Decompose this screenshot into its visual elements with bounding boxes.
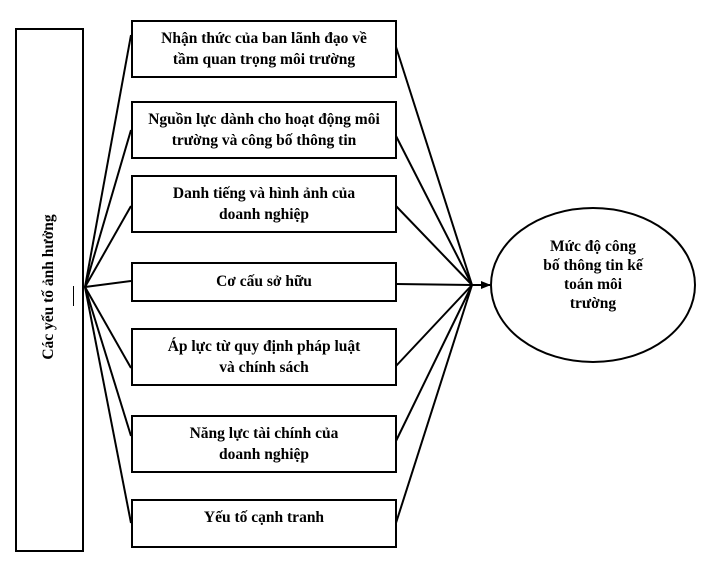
factor-label-line: trường và công bố thông tin xyxy=(171,132,357,149)
factor-box: Cơ cấu sở hữu xyxy=(131,262,397,302)
right-connector-line xyxy=(395,135,473,286)
group-tick-mark xyxy=(73,286,74,306)
factor-box: Danh tiếng và hình ảnh của doanh nghiệp xyxy=(131,175,397,233)
outcome-line: trường xyxy=(569,295,617,312)
factors-group-label: Các yếu tố ảnh hưởng xyxy=(40,214,57,360)
factor-box: Nhận thức của ban lãnh đạo về tầm quan tr… xyxy=(131,20,397,78)
outcome-ellipse xyxy=(490,207,696,363)
factor-label-line: Nguồn lực dành cho hoạt động môi xyxy=(148,111,380,128)
factor-label-line: Năng lực tài chính của xyxy=(189,425,339,442)
factor-label-line: Yếu tố cạnh tranh xyxy=(203,509,325,526)
right-connectors xyxy=(395,46,473,524)
factor-label-line: Nhận thức của ban lãnh đạo về xyxy=(161,30,367,47)
factor-label-line: Cơ cấu sở hữu xyxy=(216,273,312,290)
left-connector-line xyxy=(84,205,132,288)
left-connector-line xyxy=(84,286,132,524)
factor-label-line: tầm quan trọng môi trường xyxy=(172,51,356,68)
outcome-line: bố thông tin kế xyxy=(543,257,643,274)
factors-group-box xyxy=(15,28,84,552)
right-connector-line xyxy=(395,46,473,286)
factor-label-line: doanh nghiệp xyxy=(218,446,310,463)
right-connector-line xyxy=(395,283,473,286)
left-connector-line xyxy=(84,286,132,437)
factor-box: Yếu tố cạnh tranh xyxy=(131,499,397,548)
left-connector-line xyxy=(84,280,132,288)
factor-label-line: và chính sách xyxy=(219,359,309,376)
factor-box: Năng lực tài chính của doanh nghiệp xyxy=(131,415,397,473)
left-connector-line xyxy=(84,129,132,288)
factor-label-line: doanh nghiệp xyxy=(218,206,310,223)
factor-box: Nguồn lực dành cho hoạt động môi trường v… xyxy=(131,101,397,159)
factor-label-line: Áp lực từ quy định pháp luật xyxy=(167,338,361,355)
right-connector-line xyxy=(395,284,473,367)
right-connector-line xyxy=(395,205,473,286)
left-connectors xyxy=(84,34,132,524)
factor-label-line: Danh tiếng và hình ảnh của xyxy=(172,185,356,202)
right-connector-line xyxy=(395,284,473,442)
left-connector-line xyxy=(84,286,132,369)
outcome-label: Mức độ công bố thông tin kế toán môi trư… xyxy=(533,237,653,313)
outcome-line: toán môi xyxy=(563,276,623,293)
factor-box: Áp lực từ quy định pháp luật và chính sác… xyxy=(131,328,397,386)
left-connector-line xyxy=(84,34,132,288)
outcome-line: Mức độ công xyxy=(550,238,636,255)
right-connector-line xyxy=(395,284,473,524)
